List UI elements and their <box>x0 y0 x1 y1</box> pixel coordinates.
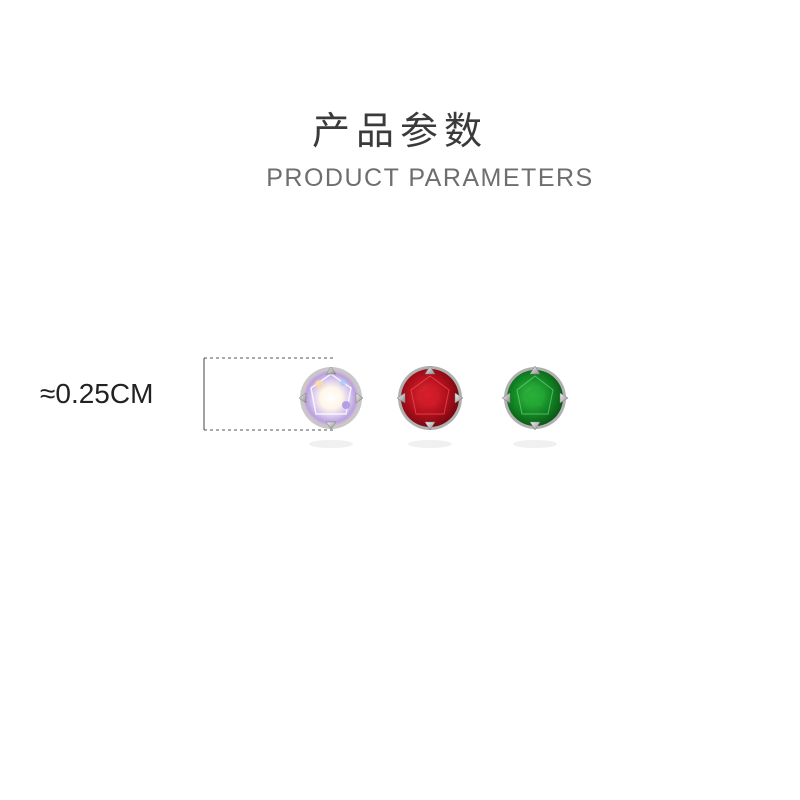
size-label: ≈0.25CM <box>40 378 154 409</box>
green-stud <box>501 365 569 448</box>
red-stud <box>396 365 464 448</box>
aurora-borealis-stud <box>298 366 364 448</box>
page-subtitle: PRODUCT PARAMETERS <box>266 164 594 192</box>
page-title: 产品参数 <box>311 109 488 153</box>
